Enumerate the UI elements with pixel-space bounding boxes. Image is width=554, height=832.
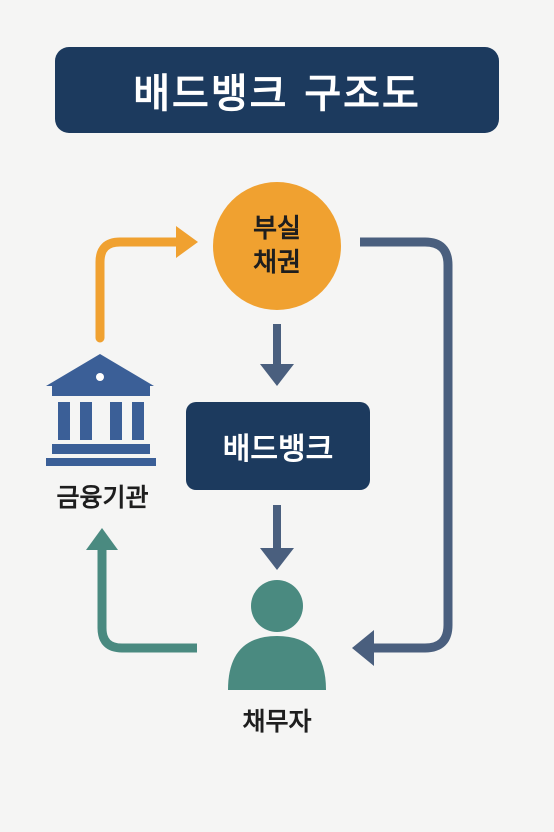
page-title: 배드뱅크 구조도 bbox=[133, 71, 421, 117]
bad-bank-node: 배드뱅크 bbox=[186, 402, 370, 490]
person-icon bbox=[228, 580, 326, 690]
bad-bank-label: 배드뱅크 bbox=[222, 432, 334, 467]
debtor-label: 채무자 bbox=[242, 707, 312, 736]
bank-icon bbox=[46, 354, 156, 466]
title-banner: 배드뱅크 구조도 bbox=[55, 47, 499, 133]
arrow-bank-to-baddebt bbox=[95, 226, 198, 343]
arrow-baddebt-to-badbank bbox=[260, 324, 294, 386]
financial-institution-label: 금융기관 bbox=[56, 483, 149, 512]
bad-debt-label: 부실 채권 bbox=[253, 214, 301, 278]
arrow-baddebt-to-debtor bbox=[352, 237, 453, 666]
bad-debt-node: 부실 채권 bbox=[213, 182, 341, 310]
arrow-debtor-to-bank bbox=[86, 528, 197, 653]
arrow-badbank-to-debtor bbox=[260, 505, 294, 570]
